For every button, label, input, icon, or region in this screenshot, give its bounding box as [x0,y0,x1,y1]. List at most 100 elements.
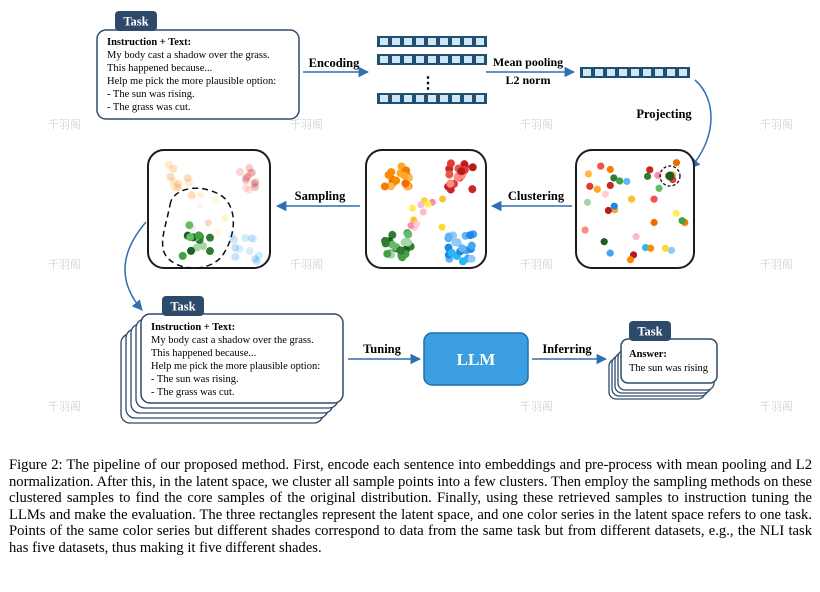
latent-point [173,183,182,192]
latent-point [610,174,618,182]
embedding-cell [452,95,460,102]
latent-point [439,195,447,203]
latent-point [186,233,195,242]
l2-norm-label: L2 norm [506,73,551,87]
latent-point [468,185,477,194]
latent-point [214,227,222,235]
latent-point [447,248,456,257]
latent-point [468,163,477,172]
embedding-cell [464,38,472,45]
latent-point [380,182,389,191]
latent-point [249,234,258,243]
instruction-line: - The sun was rising. [107,89,195,100]
latent-point [632,233,640,241]
embedding-cell [380,95,388,102]
latent-point [204,219,212,227]
latent-point [254,251,263,260]
latent-point [250,183,259,192]
embedding-cell [404,95,412,102]
latent-panel-sampled [147,149,271,269]
tuning-label: Tuning [363,342,402,356]
latent-point [655,184,663,192]
latent-point [586,182,594,190]
embedding-cell [416,56,424,63]
embedding-cell [392,95,400,102]
latent-point [187,191,196,200]
watermark: 千羽阁 [48,117,81,131]
latent-point [626,256,635,264]
watermark: 千羽阁 [760,117,793,131]
latent-point [600,238,608,246]
latent-point [446,159,455,168]
embedding-cell [464,95,472,102]
latent-point [646,166,654,174]
latent-point [466,231,475,240]
latent-point [583,198,592,206]
latent-point [242,174,251,183]
latent-point [383,249,392,258]
watermark: 千羽阁 [48,399,81,413]
latent-point [610,202,618,210]
embedding-cell [440,95,448,102]
embedding-cell [643,69,651,76]
to-tuning-arrow [124,221,147,311]
latent-point [597,162,605,170]
latent-point [646,244,655,252]
latent-point [246,168,255,177]
latent-point [606,249,614,257]
latent-point [419,208,427,216]
latent-point [245,163,254,172]
latent-point [627,195,636,203]
latent-point [581,226,589,234]
embedding-cell [476,38,484,45]
latent-point [403,238,412,247]
latent-point [205,233,214,242]
embedding-cell [440,56,448,63]
latent-point [199,242,208,251]
answer-stack: Task Answer: The sun was rising [608,321,718,400]
latent-point [247,234,256,243]
latent-point [457,167,466,176]
latent-point [601,190,610,198]
embedding-cell [595,69,603,76]
projecting-label: Projecting [636,107,692,121]
latent-point [650,195,658,203]
latent-point [400,171,409,180]
embedding-cell [416,38,424,45]
latent-point [196,201,204,209]
watermark: 千羽阁 [520,399,553,413]
embedding-cell [476,56,484,63]
instruction-line: - The sun was rising. [151,374,239,385]
projecting-arrow [689,79,712,169]
embedding-cell [679,69,687,76]
latent-point [672,159,681,167]
latent-point [169,182,178,191]
latent-panel-clustered [365,149,487,269]
latent-point [424,200,432,208]
latent-point [169,177,178,186]
latent-point [169,164,178,173]
latent-point [194,231,203,240]
embedding-cell [428,56,436,63]
instruction-line: This happened because... [107,63,212,74]
encoding-label: Encoding [309,56,360,70]
latent-point [604,206,612,215]
watermark: 千羽阁 [290,117,323,131]
latent-point [643,172,652,180]
latent-point [241,183,250,192]
latent-point [185,221,194,230]
latent-point [235,167,244,176]
latent-point [445,170,454,179]
latent-point [384,170,393,179]
latent-point [381,239,390,248]
watermark: 千羽阁 [290,257,323,271]
instruction-line: My body cast a shadow over the grass. [151,335,314,346]
answer-value: The sun was rising [629,363,709,374]
latent-point [616,177,624,185]
pipeline-diagram: 千羽阁 千羽阁 千羽阁 千羽阁 千羽阁 千羽阁 千羽阁 千羽阁 千羽阁 千羽阁 … [48,11,793,424]
instruction-line: This happened because... [151,348,256,359]
embedding-cell [380,56,388,63]
instruction-heading: Instruction + Text: [107,37,191,48]
embedding-cell [392,56,400,63]
latent-point [650,218,658,227]
